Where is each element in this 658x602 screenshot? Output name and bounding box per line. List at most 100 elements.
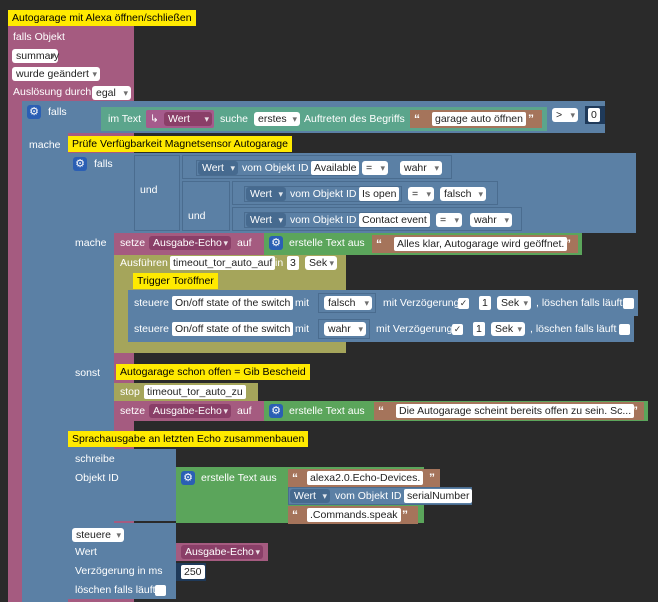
objekt-id-label: Objekt ID [75,472,119,484]
gear-icon[interactable]: ⚙ [269,404,283,418]
clear-1-checkbox[interactable] [623,298,634,309]
cond3-attr-dropdown[interactable]: Wert [246,213,286,227]
trigger-source-dropdown[interactable]: egal [92,86,131,100]
and-label-1: und [140,184,158,196]
cond3-vom-label: vom Objekt ID [290,214,357,226]
stop-label: stop [120,386,140,398]
delay-ms-field[interactable]: 250 [181,565,205,579]
setze-label: setze [120,237,146,249]
gear-icon[interactable]: ⚙ [27,105,41,119]
change-type-dropdown[interactable]: wurde geändert [12,67,100,81]
ausfuehren-label: Ausführen [120,257,168,269]
loeschen-label-1: , löschen falls läuft [536,297,623,309]
clear-2-checkbox[interactable] [619,324,630,335]
ausloesung-label: Auslösung durch [13,86,92,98]
cond2-object-field[interactable]: Is open [359,187,400,201]
gear-icon[interactable]: ⚙ [269,236,283,250]
inner-mache-label: mache [75,237,107,249]
switch-1-field[interactable]: On/off state of the switch [172,296,294,310]
delay-1-field[interactable]: 1 [479,296,491,310]
speech-variable-dropdown[interactable]: Ausgabe-Echo [181,545,263,559]
mit-verzoegerung-label-1: mit Verzögerung [383,297,460,309]
cond1-value-dropdown[interactable]: wahr [400,161,442,175]
and-block-inner[interactable] [182,181,230,231]
part3-field[interactable]: .Commands.speak [307,508,401,522]
in-label: in [275,257,284,269]
part2-attr-dropdown[interactable]: Wert [290,489,330,503]
auf-label: auf [237,237,252,249]
timeout-delay-field[interactable]: 3 [287,256,299,270]
cond2-value-dropdown[interactable]: falsch [440,187,486,201]
gear-icon[interactable]: ⚙ [73,157,87,171]
speech-erstelle-text-label: erstelle Text aus [201,472,277,484]
delay-1-unit-dropdown[interactable]: Sek [497,296,531,310]
outer-if-block[interactable] [22,101,68,602]
and-block-outer[interactable] [134,155,180,231]
stop-timeout-field[interactable]: timeout_tor_auto_zu [144,385,246,399]
timeout-name-field[interactable]: timeout_tor_auto_auf [170,256,276,270]
cond1-object-field[interactable]: Available [311,161,360,175]
quote-open-icon: “ [414,112,420,126]
set-variable-dropdown[interactable]: Ausgabe-Echo [149,236,231,250]
loeschen-label: löschen falls läuft [75,584,156,596]
quote-close-icon: ” [402,508,408,522]
outer-falls-label: falls [48,106,67,118]
timeout-unit-dropdown[interactable]: Sek [305,256,337,270]
else-text-field[interactable]: Die Autogarage scheint bereits offen zu … [396,404,635,418]
outer-mache-label: mache [29,139,61,151]
speech-comment[interactable]: Sprachausgabe an letzten Echo zusammenba… [68,431,309,447]
cond3-value-dropdown[interactable]: wahr [470,213,512,227]
quote-open-icon: “ [378,404,384,418]
else-auf-label: auf [237,405,252,417]
check-comment[interactable]: Prüfe Verfügbarkeit Magnetsensor Autogar… [68,136,292,152]
cond2-vom-label: vom Objekt ID [290,188,357,200]
then-text-field[interactable]: Alles klar, Autogarage wird geöffnet. [394,237,568,251]
suche-label: suche [220,113,249,125]
inner-falls-label: falls [94,158,113,170]
clear-checkbox[interactable] [155,585,166,596]
mit-label-1: mit [295,297,309,309]
part2-object-field[interactable]: serialNumber [404,489,473,503]
value-2-dropdown[interactable]: wahr [324,322,366,336]
cond1-attr-dropdown[interactable]: Wert [198,161,238,175]
cond3-operator-dropdown[interactable]: = [436,213,462,227]
object-id-field[interactable]: summary [12,49,59,63]
cond2-operator-dropdown[interactable]: = [408,187,434,201]
else-comment[interactable]: Autogarage schon offen = Gib Bescheid [116,364,310,380]
cond1-operator-dropdown[interactable]: = [362,161,388,175]
verzoegerung-label: Verzögerung in ms [75,565,163,577]
gear-icon[interactable]: ⚙ [181,471,195,485]
control-mode-dropdown[interactable]: steuere [72,528,124,542]
quote-open-icon: “ [292,508,298,522]
occurrence-dropdown[interactable]: erstes [254,112,300,126]
variable-dropdown[interactable]: Wert [164,112,212,126]
and-label-2: und [188,210,206,222]
quote-open-icon: “ [376,237,382,251]
quote-open-icon: “ [292,471,298,485]
cond3-object-field[interactable]: Contact event [359,213,430,227]
delay-2-unit-dropdown[interactable]: Sek [491,322,525,336]
delay-2-checkbox[interactable]: ✓ [452,324,463,335]
schreibe-label: schreibe [75,453,115,465]
delay-1-checkbox[interactable]: ✓ [458,298,469,309]
auftreten-label: Auftreten des Begriffs [304,113,405,125]
switch-2-field[interactable]: On/off state of the switch [172,322,294,336]
write-block[interactable] [68,449,176,521]
delay-2-field[interactable]: 1 [473,322,485,336]
erstelle-text-label: erstelle Text aus [289,237,365,249]
quote-close-icon: ” [632,404,638,418]
part1-field[interactable]: alexa2.0.Echo-Devices. [307,471,424,485]
value-1-dropdown[interactable]: falsch [324,296,372,310]
else-variable-dropdown[interactable]: Ausgabe-Echo [149,404,231,418]
search-term-field[interactable]: garage auto öffnen [432,112,526,126]
else-erstelle-text-label: erstelle Text aus [289,405,365,417]
root-comment[interactable]: Autogarage mit Alexa öffnen/schließen [8,10,196,26]
operator-dropdown[interactable]: > [552,108,578,122]
falls-objekt-label: falls Objekt [13,31,65,43]
im-text-label: im Text [108,113,142,125]
steuere-label-2: steuere [134,323,170,335]
trigger-comment[interactable]: Trigger Toröffner [133,273,218,289]
compare-value-field[interactable]: 0 [588,108,600,122]
cond2-attr-dropdown[interactable]: Wert [246,187,286,201]
quote-close-icon: ” [528,112,534,126]
